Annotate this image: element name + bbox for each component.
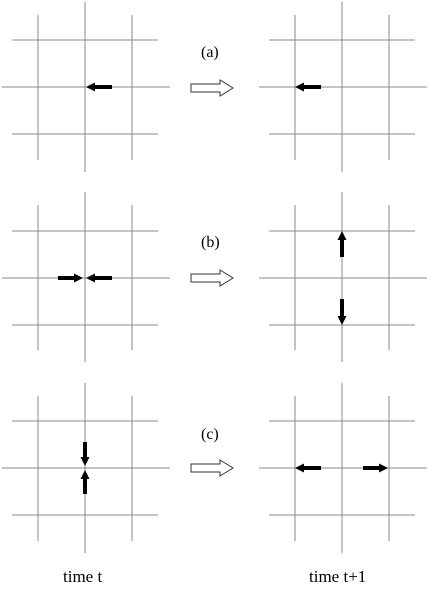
transition-arrow-c — [190, 459, 234, 477]
panel-label-b: (b) — [201, 234, 220, 251]
transition-arrow-a — [190, 79, 234, 97]
grid-c-after — [259, 383, 427, 553]
panel-label-a: (a) — [201, 44, 219, 61]
particle-arrow-down — [337, 299, 347, 325]
panel-label-c: (c) — [201, 426, 219, 443]
grid-b-before — [2, 192, 170, 362]
particle-arrow-right — [363, 463, 388, 473]
particle-arrow-left — [86, 82, 112, 92]
particle-arrow-left — [86, 273, 112, 283]
particle-arrow-down — [80, 442, 90, 466]
grid-c-before — [2, 383, 170, 553]
particle-arrow-left — [295, 82, 321, 92]
caption-time-t-plus-1: time t+1 — [309, 567, 367, 586]
particle-arrow-left — [295, 463, 321, 473]
particle-arrow-up — [337, 231, 347, 257]
caption-time-t: time t — [63, 567, 103, 586]
particle-arrow-up — [80, 470, 90, 494]
transition-arrow-b — [190, 269, 234, 287]
grid-a-after — [259, 2, 427, 172]
grid-b-after — [259, 192, 427, 362]
particle-arrow-right — [58, 273, 83, 283]
